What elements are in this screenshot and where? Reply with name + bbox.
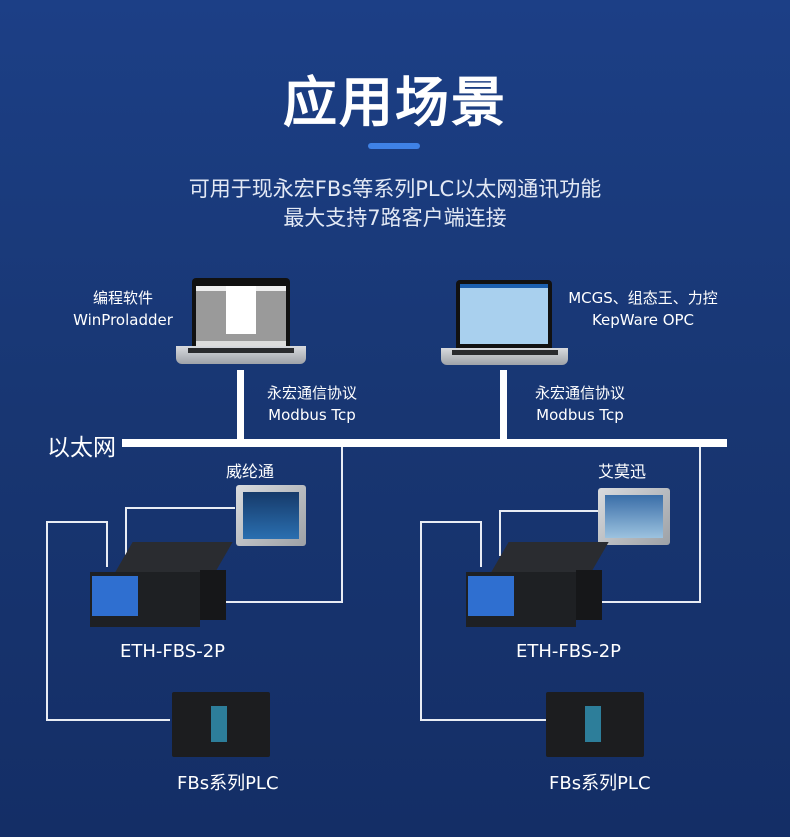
wire [480, 521, 482, 567]
wire [46, 521, 48, 721]
device-right-label: ETH-FBS-2P [516, 641, 622, 662]
wire [420, 719, 546, 721]
subtitle-line-2: 最大支持7路客户端连接 [283, 206, 507, 230]
wire [341, 447, 343, 603]
plc-right-label: FBs系列PLC [549, 773, 651, 794]
link-left-laptop [237, 370, 244, 442]
wire [125, 507, 235, 509]
wire [499, 510, 501, 556]
protocol-right-line1: 永宏通信协议 [534, 384, 625, 402]
title-accent-bar [368, 143, 420, 149]
software-left-line1: 编程软件 [92, 289, 153, 307]
subtitle-line-1: 可用于现永宏FBs等系列PLC以太网通讯功能 [188, 177, 602, 201]
wire [699, 447, 701, 603]
wire [588, 601, 701, 603]
software-left-label: 编程软件 WinProladder [60, 287, 186, 331]
eth-fbs-2p-device-image [90, 542, 233, 634]
page-title: 应用场景 [283, 71, 507, 134]
wire [420, 521, 422, 721]
ethernet-bus [122, 439, 727, 447]
plc-left-label: FBs系列PLC [177, 773, 279, 794]
eth-fbs-2p-device-image [466, 542, 609, 634]
wire [46, 521, 108, 523]
hmi-left-label: 威纶通 [226, 462, 275, 481]
device-left-label: ETH-FBS-2P [120, 641, 226, 662]
software-right-line1: MCGS、组态王、力控 [568, 289, 718, 307]
wire [499, 510, 599, 512]
wire [420, 521, 482, 523]
wire [212, 601, 343, 603]
software-right-label: MCGS、组态王、力控 KepWare OPC [560, 287, 726, 331]
hmi-weinview-image [236, 485, 306, 546]
protocol-right-line2: Modbus Tcp [536, 406, 624, 424]
software-right-line2: KepWare OPC [591, 311, 695, 329]
fbs-plc-image [172, 692, 270, 757]
protocol-right-label: 永宏通信协议 Modbus Tcp [526, 382, 634, 426]
protocol-left-label: 永宏通信协议 Modbus Tcp [258, 382, 366, 426]
protocol-left-line1: 永宏通信协议 [266, 384, 357, 402]
protocol-left-line2: Modbus Tcp [268, 406, 356, 424]
wire [46, 719, 170, 721]
hmi-right-label: 艾莫迅 [598, 462, 647, 481]
fbs-plc-image [546, 692, 644, 757]
wire [125, 507, 127, 555]
wire [106, 521, 108, 567]
link-right-laptop [500, 370, 507, 442]
ethernet-label: 以太网 [47, 435, 116, 461]
hmi-emoxun-image [598, 488, 670, 545]
software-left-line2: WinProladder [73, 311, 173, 329]
